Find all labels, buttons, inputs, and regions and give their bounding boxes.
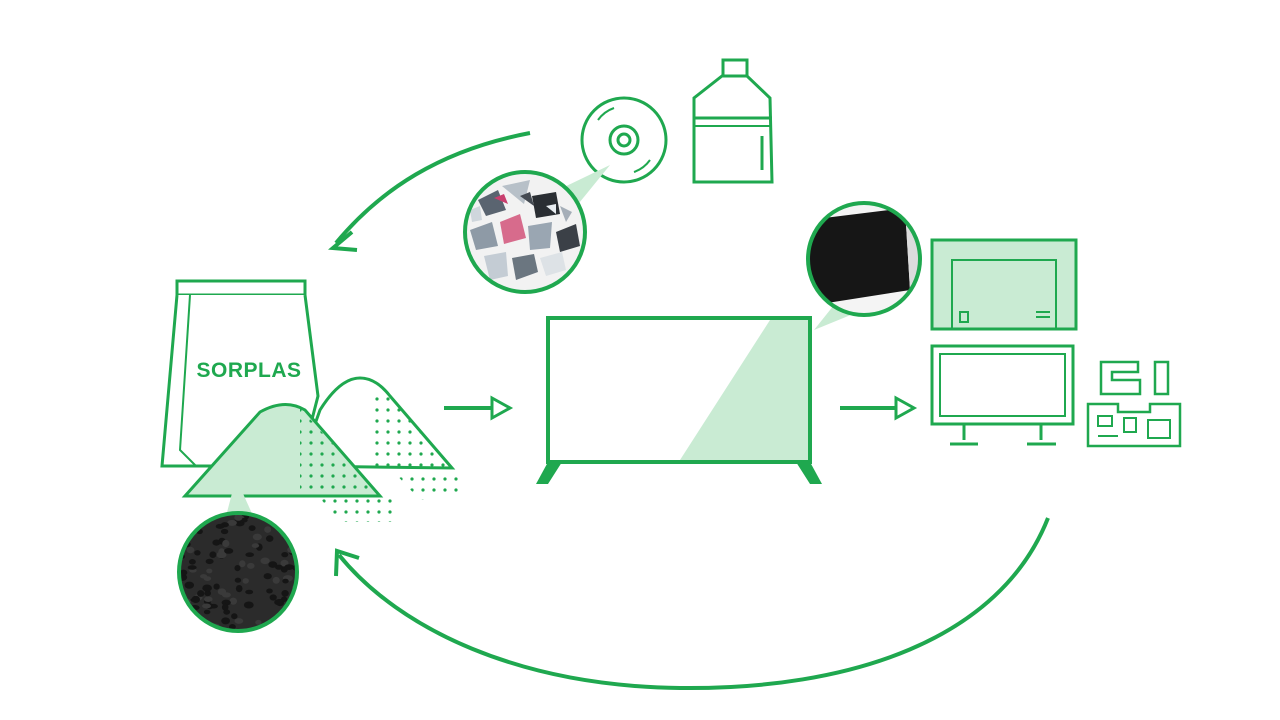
pellet-grain: [274, 599, 283, 606]
tv-rear-panel-photo: [806, 201, 922, 330]
pellet-grain: [234, 514, 243, 521]
pellet-grain: [186, 546, 195, 554]
pellet-grain: [179, 526, 186, 533]
pellet-grain: [289, 605, 297, 611]
pellet-grain: [239, 560, 246, 568]
pellet-grain: [266, 588, 273, 594]
pellet-grain: [281, 590, 289, 597]
pellet-grain: [209, 551, 217, 558]
pellet-grain: [264, 526, 272, 533]
shredded-plastic-photo: [463, 165, 610, 294]
pellet-grain: [195, 513, 204, 517]
pellet-grain: [282, 578, 289, 584]
pellet-grain: [194, 550, 201, 556]
pellet-grain: [229, 624, 236, 630]
pellet-grain: [292, 513, 297, 518]
pellet-grain: [248, 525, 256, 531]
process-arrow-2: [840, 395, 918, 421]
pellet-grain: [255, 619, 262, 625]
pellet-grain: [235, 585, 243, 593]
pellet-grain: [202, 603, 211, 609]
pellet-grain: [266, 535, 274, 542]
tv-frame-icon: [930, 344, 1075, 446]
bag-label: SORPLAS: [196, 359, 301, 382]
circuit-board-icon: [1086, 360, 1182, 448]
pellet-grain: [251, 543, 260, 548]
pellet-grain: [215, 523, 225, 529]
pellet-grain: [281, 552, 289, 558]
pellet-grain: [184, 581, 194, 589]
pellet-grain: [229, 597, 237, 605]
pellet-grain: [269, 628, 277, 631]
pellet-grain: [206, 568, 213, 574]
pellet-grain: [287, 522, 295, 527]
pellet-grain: [216, 551, 227, 559]
pellet-grain: [202, 584, 212, 592]
pellet-grain: [260, 557, 270, 565]
cd-disc-icon: [580, 96, 668, 184]
pellet-grain: [197, 590, 205, 597]
pellet-grain: [186, 519, 194, 525]
pellet-grain: [227, 519, 237, 526]
pellet-grain: [221, 603, 229, 611]
pellet-grain: [189, 559, 196, 565]
pellet-grain: [263, 573, 272, 580]
pellet-grain: [269, 594, 277, 601]
pellet-grain: [243, 601, 254, 609]
tv-back-part-icon: [930, 238, 1078, 331]
pellet-grain: [272, 576, 280, 584]
pellet-grain: [217, 588, 227, 595]
pellet-grain: [234, 565, 241, 572]
pellet-grain: [212, 539, 221, 546]
water-bottle-icon: [692, 58, 774, 184]
pellet-grain: [247, 562, 255, 569]
pellet-grain: [222, 539, 230, 548]
pellet-grain: [205, 558, 214, 565]
pellet-grain: [234, 618, 244, 624]
pellet-grain: [179, 569, 188, 576]
powder-pile-icon: [181, 376, 462, 522]
process-arrow-1: [444, 395, 514, 421]
pellet-grain: [200, 574, 208, 579]
pellet-grain: [191, 595, 200, 604]
pellet-grain: [275, 564, 283, 570]
pellets-photo: [177, 478, 299, 633]
pellet-grain: [220, 528, 229, 535]
tv-icon: [536, 316, 822, 484]
pellet-grain: [221, 617, 231, 625]
pellet-grain: [284, 564, 294, 570]
pellet-grain: [213, 583, 220, 590]
pellet-grain: [224, 548, 234, 554]
pellet-grain: [252, 533, 262, 541]
pellet-grain: [204, 596, 213, 602]
pellet-grain: [187, 565, 197, 570]
pellet-grain: [294, 513, 297, 519]
pellet-grain: [203, 609, 211, 615]
pellet-grain: [245, 589, 254, 595]
recycle-arrow-bottom: [334, 517, 1050, 691]
pellet-grain: [287, 606, 296, 611]
pellet-grain: [234, 577, 242, 583]
pellet-grain: [221, 599, 231, 606]
recycle-arrow-top: [328, 131, 531, 252]
pellet-grain: [186, 516, 195, 523]
pellet-grain: [268, 561, 278, 568]
pellet-grain: [293, 541, 297, 549]
pellet-grain: [231, 613, 238, 620]
pellet-grain: [289, 620, 297, 627]
pellet-grain: [245, 552, 254, 557]
pellet-grain: [242, 578, 249, 584]
pellet-grain: [204, 590, 211, 597]
